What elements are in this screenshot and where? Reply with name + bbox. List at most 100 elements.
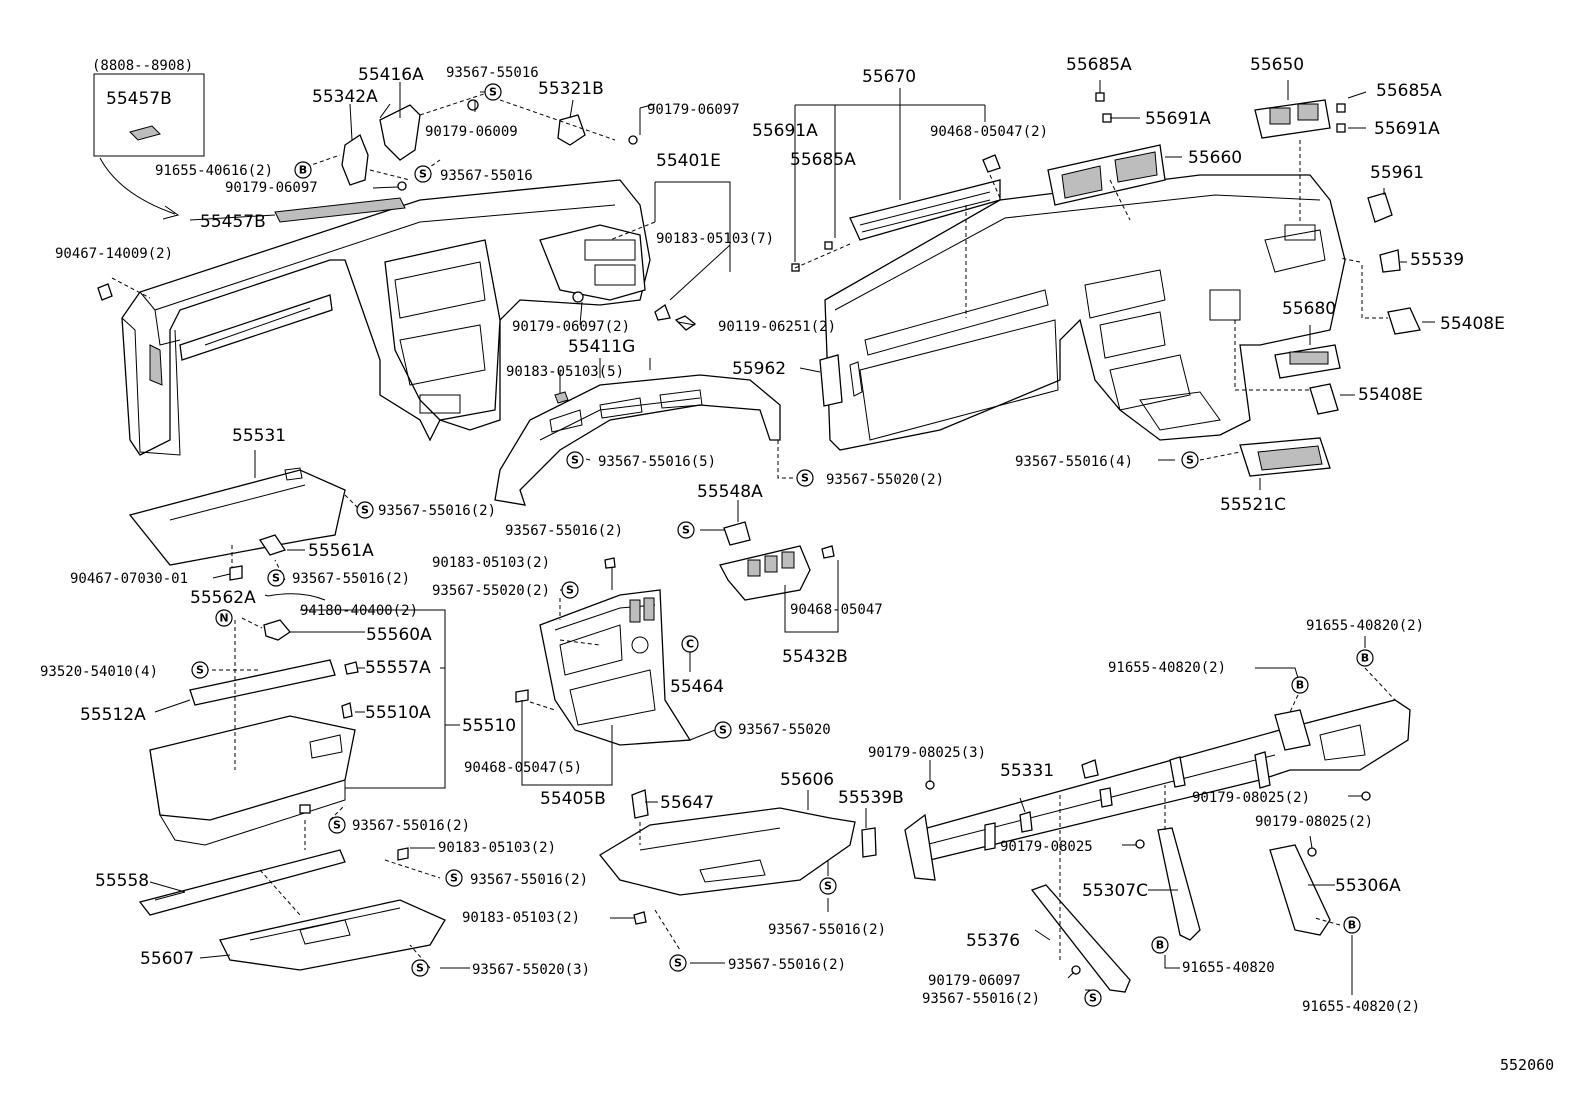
label-90467-07030-01: 90467-07030-01 bbox=[70, 571, 188, 587]
svg-text:N: N bbox=[219, 612, 228, 625]
label-93567-55020-2: 93567-55020(2) bbox=[826, 472, 944, 488]
label-93567-55020: 93567-55020 bbox=[738, 722, 831, 738]
label-55464: 55464 bbox=[670, 677, 724, 697]
label-55512A: 55512A bbox=[80, 705, 146, 725]
dashboard-left-panel bbox=[121, 179, 651, 456]
label-55650: 55650 bbox=[1250, 55, 1304, 75]
label-93567-55016-4: 93567-55016(4) bbox=[1015, 454, 1133, 470]
part-55557A bbox=[344, 661, 359, 675]
c-symbol-icon bbox=[681, 635, 699, 653]
b-symbol-icon bbox=[1291, 676, 1309, 694]
label-55510: 55510 bbox=[462, 716, 516, 736]
svg-text:B: B bbox=[1156, 939, 1164, 952]
label-55660: 55660 bbox=[1188, 148, 1242, 168]
part-55510-glovebox bbox=[149, 715, 356, 821]
label-90468-05047-2: 90468-05047(2) bbox=[930, 124, 1048, 140]
part-55376-brace bbox=[1030, 884, 1131, 993]
label-90179-06097: 90179-06097 bbox=[928, 973, 1021, 989]
label-90179-08025-3: 90179-08025(3) bbox=[868, 745, 986, 761]
part-55405B-bezel bbox=[539, 589, 692, 746]
s-symbol-icon bbox=[677, 521, 695, 539]
label-93567-55016-2: 93567-55016(2) bbox=[505, 523, 623, 539]
label-55557A: 55557A bbox=[365, 658, 431, 678]
label-90179-06097: 90179-06097 bbox=[225, 180, 318, 196]
label-93520-54010: 93520-54010(4) bbox=[40, 664, 158, 680]
svg-text:B: B bbox=[1348, 919, 1356, 932]
label-55405B: 55405B bbox=[540, 789, 606, 809]
s-symbol-icon bbox=[1084, 989, 1102, 1007]
s-symbol-icon bbox=[191, 661, 209, 679]
part-55562A-rod bbox=[267, 593, 326, 601]
svg-text:S: S bbox=[801, 472, 809, 485]
s-symbol-icon bbox=[328, 816, 346, 834]
svg-text:S: S bbox=[1089, 992, 1097, 1005]
label-55670: 55670 bbox=[862, 67, 916, 87]
label-55539: 55539 bbox=[1410, 250, 1464, 270]
label-55691A: 55691A bbox=[752, 121, 818, 141]
label-55306A: 55306A bbox=[1335, 876, 1401, 896]
clip-part-icon bbox=[129, 125, 161, 141]
label-55321B: 55321B bbox=[538, 79, 604, 99]
b-symbol-icon bbox=[294, 161, 312, 179]
svg-text:S: S bbox=[571, 454, 579, 467]
part-55306A-brace bbox=[1269, 844, 1331, 936]
part-55650-vent bbox=[1254, 99, 1331, 139]
s-symbol-icon bbox=[714, 721, 732, 739]
label-90467-14009: 90467-14009(2) bbox=[55, 246, 173, 262]
svg-text:S: S bbox=[674, 957, 682, 970]
s-symbol-icon bbox=[1181, 451, 1199, 469]
label-90179-06097-2: 90179-06097(2) bbox=[512, 319, 630, 335]
part-55457B-strip bbox=[274, 197, 406, 223]
svg-text:C: C bbox=[686, 638, 694, 651]
label-55962: 55962 bbox=[732, 359, 786, 379]
label-93567-55016: 93567-55016 bbox=[446, 65, 539, 81]
label-55307C: 55307C bbox=[1082, 881, 1148, 901]
part-55647 bbox=[631, 789, 649, 819]
label-93567-55020-3: 93567-55020(3) bbox=[472, 962, 590, 978]
part-55342A bbox=[341, 134, 369, 186]
part-55548A bbox=[723, 521, 751, 546]
svg-text:S: S bbox=[1186, 454, 1194, 467]
label-94180-40400: 94180-40400(2) bbox=[300, 603, 418, 619]
label-55607: 55607 bbox=[140, 949, 194, 969]
label-55561A: 55561A bbox=[308, 541, 374, 561]
inset-date-range: (8808--8908) bbox=[92, 58, 193, 74]
label-91655-40820: 91655-40820 bbox=[1182, 960, 1275, 976]
label-91655-40616: 91655-40616(2) bbox=[155, 163, 273, 179]
label-90183-05103-5: 90183-05103(5) bbox=[506, 364, 624, 380]
svg-text:S: S bbox=[333, 819, 341, 832]
label-91655-40820-2: 91655-40820(2) bbox=[1302, 999, 1420, 1015]
inset-box: (8808--8908) 55457B bbox=[92, 58, 205, 220]
label-55457B: 55457B bbox=[200, 212, 266, 232]
label-93567-55020-2: 93567-55020(2) bbox=[432, 583, 550, 599]
label-55680: 55680 bbox=[1282, 299, 1336, 319]
part-55510A bbox=[341, 702, 353, 719]
label-93567-55016-2: 93567-55016(2) bbox=[378, 503, 496, 519]
s-symbol-icon bbox=[267, 569, 285, 587]
s-symbol-icon bbox=[566, 451, 584, 469]
label-90119-06251: 90119-06251(2) bbox=[718, 319, 836, 335]
label-93567-55016-2: 93567-55016(2) bbox=[292, 571, 410, 587]
s-symbol-icon bbox=[669, 954, 687, 972]
part-55416A bbox=[379, 104, 421, 161]
label-55510A: 55510A bbox=[365, 703, 431, 723]
label-55342A: 55342A bbox=[312, 87, 378, 107]
label-90183-05103-2: 90183-05103(2) bbox=[438, 840, 556, 856]
label-55416A: 55416A bbox=[358, 65, 424, 85]
diagram-id: 552060 bbox=[1500, 1056, 1554, 1074]
label-55647: 55647 bbox=[660, 793, 714, 813]
label-55401E: 55401E bbox=[656, 151, 721, 171]
label-55606: 55606 bbox=[780, 770, 834, 790]
s-symbol-icon bbox=[411, 959, 429, 977]
part-55962 bbox=[819, 354, 843, 407]
svg-text:B: B bbox=[299, 164, 307, 177]
part-55512A-hinge bbox=[189, 659, 336, 706]
label-90179-06009: 90179-06009 bbox=[425, 124, 518, 140]
label-91655-40820-2: 91655-40820(2) bbox=[1306, 618, 1424, 634]
label-93567-55016-2: 93567-55016(2) bbox=[768, 922, 886, 938]
part-55961 bbox=[1367, 192, 1393, 223]
label-55539B: 55539B bbox=[838, 788, 904, 808]
label-55376: 55376 bbox=[966, 931, 1020, 951]
label-90468-05047: 90468-05047 bbox=[790, 602, 883, 618]
